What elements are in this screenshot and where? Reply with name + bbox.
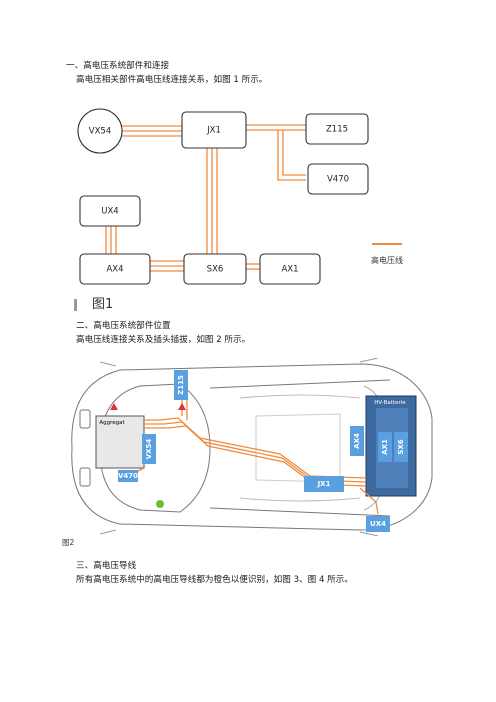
section-2-body: 高电压线连接关系及插头插拔，如图 2 所示。	[76, 335, 251, 345]
tag-z115-label: Z115	[177, 375, 185, 395]
warning-triangle-icon	[178, 403, 186, 410]
tag-ax1	[378, 432, 392, 462]
node-ax1	[259, 253, 321, 285]
hv-wires	[105, 124, 306, 272]
section-3-heading: 三、高电压导线	[76, 561, 137, 571]
tag-ax4	[350, 426, 364, 456]
hv-cable-run	[131, 398, 379, 515]
caption-marker	[74, 299, 77, 311]
node-vx54-label: VX54	[89, 127, 111, 137]
section-3-body: 所有高电压系统中的高电压导线都为橙色以便识别，如图 3、图 4 所示。	[76, 575, 353, 585]
aggregat-label: Aggregat	[99, 420, 125, 426]
section-1-body: 高电压相关部件高电压线连接关系，如图 1 所示。	[76, 75, 268, 85]
tag-vx54-label: VX54	[145, 439, 153, 460]
tag-ax1-label: AX1	[381, 439, 389, 455]
tag-z115	[174, 370, 188, 400]
figure-2-vehicle-diagram: Aggregat HV-Batterie Z115 VX54 V470 AX4 …	[71, 358, 433, 536]
tag-jx1	[304, 476, 344, 492]
hv-battery-label: HV-Batterie	[374, 400, 406, 406]
tag-v470-label: V470	[118, 472, 138, 480]
node-v470-label: V470	[327, 175, 349, 185]
node-z115-label: Z115	[326, 125, 348, 135]
section-2-heading: 二、高电压系统部件位置	[76, 321, 171, 331]
node-jx1-label: JX1	[206, 126, 221, 136]
tag-jx1-label: JX1	[317, 480, 331, 488]
node-ux4-label: UX4	[101, 207, 118, 217]
section-1-heading: 一、高电压系统部件和连接	[66, 61, 170, 71]
node-vx54	[77, 108, 123, 154]
figure-1-diagram: VX54 JX1 Z115 V470 UX4 AX4 SX6 AX1 高电压线	[77, 108, 403, 285]
tag-ux4-label: UX4	[370, 520, 386, 528]
tag-sx6-label: SX6	[397, 439, 405, 454]
node-ax4-label: AX4	[106, 265, 123, 275]
warning-triangle-icon	[110, 403, 118, 410]
aggregat-block	[95, 415, 145, 469]
tag-ux4	[366, 516, 390, 532]
node-sx6-label: SX6	[207, 265, 224, 275]
figure-2-caption: 图2	[62, 538, 75, 547]
node-ax1-label: AX1	[281, 265, 298, 275]
node-ux4	[79, 195, 141, 227]
node-sx6	[183, 253, 247, 285]
tag-v470	[118, 470, 138, 482]
node-z115	[305, 113, 369, 145]
tag-vx54	[142, 434, 156, 464]
connector-icon	[156, 500, 164, 508]
node-v470	[307, 163, 369, 195]
legend-label: 高电压线	[371, 255, 403, 265]
tag-ax4-label: AX4	[353, 433, 361, 449]
tag-sx6	[394, 432, 408, 462]
node-jx1	[181, 111, 247, 149]
node-ax4	[79, 253, 151, 285]
figure-1-caption: 图1	[92, 297, 114, 312]
